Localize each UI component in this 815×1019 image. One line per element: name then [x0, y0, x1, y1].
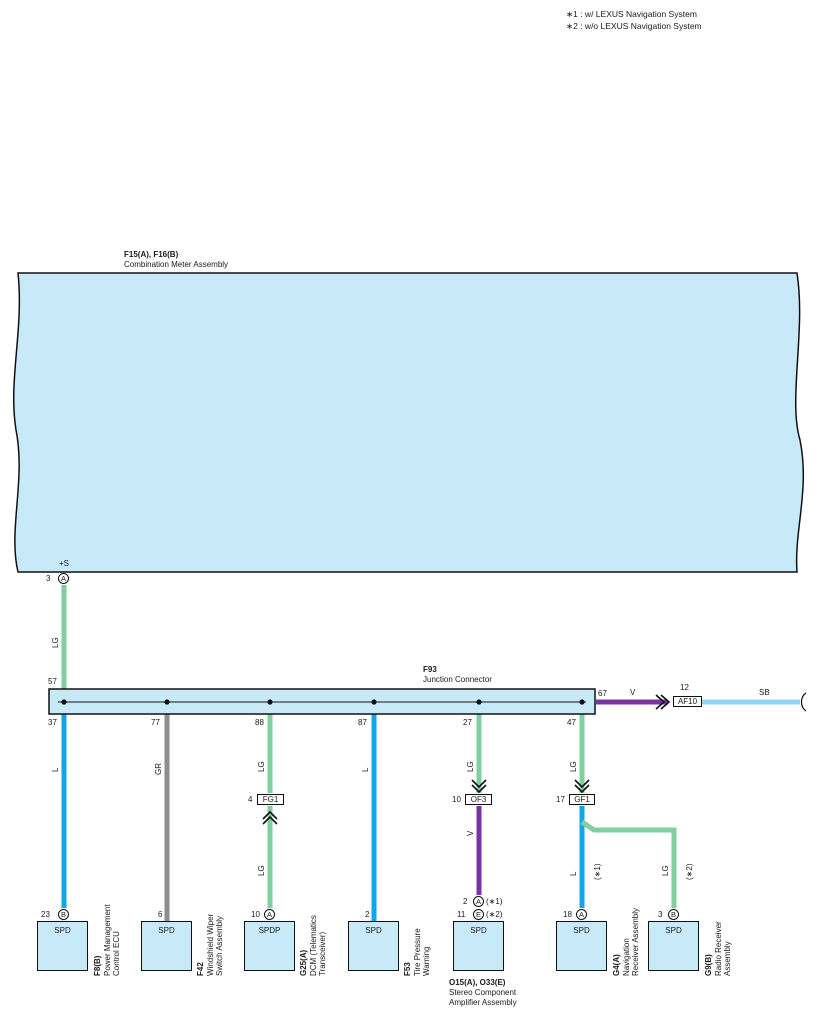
af10-pin: 12	[680, 683, 689, 692]
radio-box: SPD	[648, 921, 699, 971]
of3-connector: OF3	[465, 794, 492, 805]
radio-name-line2: Assembly	[723, 941, 732, 976]
dcm-code: G25(A)	[299, 949, 308, 976]
wire-radio	[580, 819, 677, 908]
junction-code: F93	[423, 665, 437, 674]
branch-pin: 88	[255, 718, 264, 727]
tire-box: SPD	[348, 921, 399, 971]
radio-code: G9(B)	[704, 954, 713, 976]
wire-label-stereo-top: LG	[466, 761, 475, 772]
wire-label-stereo-bottom: V	[466, 830, 475, 836]
wire-label-meter-to-jc: LG	[51, 637, 60, 648]
nav-code: G4(A)	[612, 954, 621, 976]
radio-name-line1: Radio Receiver	[714, 921, 723, 976]
wiper-code: F42	[196, 962, 205, 976]
wire-label-to-af10: V	[630, 688, 636, 697]
junction-in-pin: 57	[48, 677, 57, 686]
wire-label-nav: L	[569, 871, 578, 876]
tire-name-line1: Tire Pressure	[413, 928, 422, 976]
meter-name: Combination Meter Assembly	[124, 260, 229, 269]
wire-label-pmc: L	[51, 767, 60, 772]
nav-name-line2: Receiver Assembly	[631, 907, 640, 976]
wiper-name-line1: Windshield Wiper	[206, 913, 215, 976]
fg1-pin: 4	[248, 795, 253, 804]
branch-pin: 87	[358, 718, 367, 727]
legend-note-2: ∗2 : w/o LEXUS Navigation System	[566, 21, 702, 31]
dcm-pin: 10	[251, 910, 260, 919]
wiper-box: SPD	[141, 921, 192, 971]
nav-pin-circle: A	[576, 909, 587, 920]
branch-pin: 37	[48, 718, 57, 727]
gf1-pin: 17	[556, 795, 565, 804]
stereo-note-1: (∗1)	[486, 897, 503, 906]
wire-break-mark	[800, 692, 807, 712]
wiper-name-line2: Switch Assembly	[215, 915, 224, 976]
dcm-pin-circle: A	[264, 909, 275, 920]
pmc-code: F8(B)	[93, 955, 102, 976]
wiper-pin: 6	[158, 910, 163, 919]
wire-label-radio: LG	[661, 865, 670, 876]
nav-box: SPD	[556, 921, 607, 971]
branch-pin: 27	[463, 718, 472, 727]
junction-out-pin: 67	[598, 689, 607, 698]
combination-meter-body	[12, 272, 805, 573]
stereo-pin-1: 2	[463, 897, 468, 906]
wire-label-dcm-bottom: LG	[257, 865, 266, 876]
of3-pin: 10	[452, 795, 461, 804]
wire-label-tire: L	[361, 767, 370, 772]
pmc-pin: 23	[41, 910, 50, 919]
wire-label-nav-top: LG	[569, 761, 578, 772]
radio-note: (∗2)	[685, 863, 694, 880]
meter-code: F15(A), F16(B)	[124, 250, 179, 259]
pmc-name-line2: Control ECU	[112, 931, 121, 976]
stereo-pin-2: 11	[457, 910, 466, 919]
stereo-pin-circle-1: A	[473, 896, 484, 907]
af10-connector: AF10	[673, 696, 702, 707]
radio-pin: 3	[658, 910, 663, 919]
dcm-name-line2: Transceiver)	[318, 931, 327, 976]
gf1-connector: GF1	[569, 794, 595, 805]
stereo-pin-circle-2: E	[473, 909, 484, 920]
nav-name-line1: Navigation	[622, 938, 631, 976]
radio-pin-circle: B	[668, 909, 679, 920]
stereo-name-line1: Stereo Component	[449, 988, 517, 997]
branch-pin: 77	[151, 718, 160, 727]
stereo-code: O15(A), O33(E)	[449, 978, 506, 987]
fg1-connector: FG1	[257, 794, 284, 805]
meter-terminal: +S	[59, 559, 70, 568]
dcm-box: SPDP	[244, 921, 295, 971]
stereo-name-line2: Amplifier Assembly	[449, 998, 517, 1007]
tire-code: F53	[403, 962, 412, 976]
pmc-box: SPD	[37, 921, 88, 971]
stereo-box: SPD	[453, 921, 504, 971]
nav-note: (∗1)	[593, 863, 602, 880]
meter-pin-circle: A	[58, 573, 69, 584]
legend-note-1: ∗1 : w/ LEXUS Navigation System	[566, 9, 697, 19]
junction-dots	[61, 699, 585, 705]
pmc-name-line1: Power Management	[103, 904, 112, 976]
stereo-note-2: (∗2)	[486, 910, 503, 919]
nav-pin: 18	[563, 910, 572, 919]
wire-label-wiper: GR	[154, 763, 163, 775]
branch-pin: 47	[567, 718, 576, 727]
pmc-pin-circle: B	[58, 909, 69, 920]
wire-label-dcm-top: LG	[257, 761, 266, 772]
wire-label-after-af10: SB	[759, 688, 770, 697]
connector-chevrons	[262, 694, 671, 825]
dcm-name-line1: DCM (Telematics	[309, 915, 318, 976]
meter-pin: 3	[46, 574, 51, 583]
tire-name-line2: Warning	[422, 946, 431, 977]
junction-name: Junction Connector	[423, 675, 492, 684]
tire-pin: 2	[365, 910, 370, 919]
